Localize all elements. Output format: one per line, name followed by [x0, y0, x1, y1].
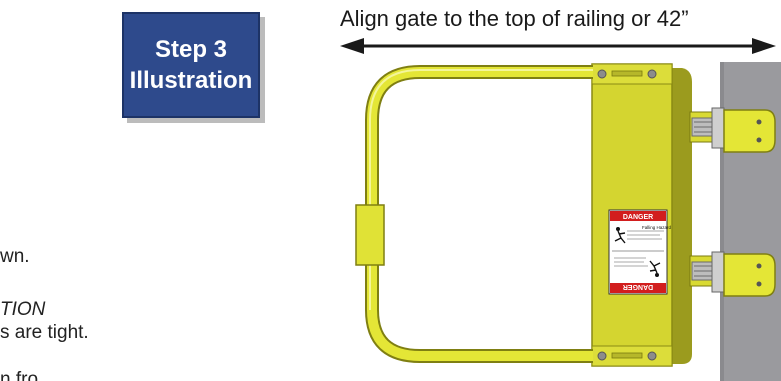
instruction-line-2: TION [0, 299, 46, 320]
step-badge: Step 3 Illustration [122, 12, 260, 118]
alignment-arrow-icon [340, 38, 776, 54]
latch-block [355, 204, 385, 266]
hinge-bottom [689, 251, 776, 297]
falling-person-icon-inverted [649, 260, 661, 277]
instruction-line-1: wn. [0, 246, 30, 267]
align-caption: Align gate to the top of railing or 42” [340, 6, 689, 31]
danger-label-heading: Falling Hazard [642, 225, 672, 230]
step-title: Illustration [129, 67, 253, 94]
instruction-line-4: n fro [0, 369, 39, 381]
falling-person-icon [614, 227, 626, 244]
danger-label: DANGER DANGER Falling Hazard [608, 209, 672, 295]
danger-label-bottom: DANGER [623, 283, 653, 290]
danger-label-top: DANGER [623, 214, 653, 221]
step-number: Step 3 [154, 36, 228, 63]
hinge-top [689, 107, 776, 153]
instruction-line-3: s are tight. [0, 322, 89, 343]
gate-arm [365, 65, 593, 363]
